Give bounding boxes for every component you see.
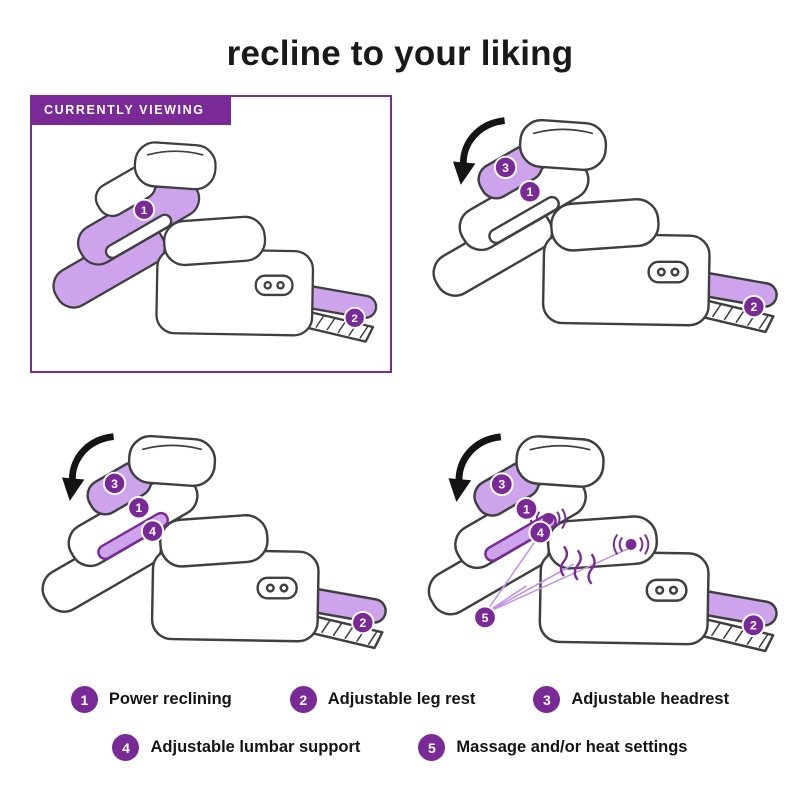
massage-points-icon [529, 508, 650, 555]
legend-item-massage-heat: 5 Massage and/or heat settings [418, 734, 688, 761]
recliner-lumbar-strip [488, 195, 560, 245]
svg-text:2: 2 [750, 300, 757, 314]
feature-legend: 1 Power reclining 2 Adjustable leg rest … [0, 686, 800, 782]
recliner-illustration: 1 2 3 4 5 [52, 141, 378, 343]
legend-item-leg-rest: 2 Adjustable leg rest [289, 686, 476, 713]
recliner-line-art [432, 118, 778, 334]
legend-badge-1: 1 [70, 686, 98, 713]
feature-marker-2: 2 [343, 306, 366, 329]
feature-marker-3: 3 [102, 471, 127, 496]
power-control-buttons [254, 274, 294, 297]
panel-massage-heat: 1 2 3 4 5 [410, 424, 785, 674]
feature-marker-3: 3 [489, 472, 514, 497]
legend-label-power-reclining: Power reclining [108, 690, 232, 708]
feature-marker-4: 4 [140, 519, 165, 543]
panel-currently-viewing: CURRENTLY VIEWING [30, 95, 392, 373]
headrest-seam [532, 128, 594, 135]
recliner-line-art [427, 435, 778, 653]
recline-arrow-icon [448, 433, 502, 502]
recliner-headrest-pillow [518, 118, 608, 172]
feature-marker-5: 5 [473, 605, 497, 630]
feature-marker-1: 1 [127, 496, 151, 520]
legend-label-lumbar-support: Adjustable lumbar support [150, 738, 361, 756]
svg-text:1: 1 [136, 501, 143, 515]
feature-marker-4: 4 [528, 520, 553, 545]
recliner-lumbar-strip [104, 213, 173, 259]
legend-badge-2: 2 [289, 686, 317, 713]
massage-leader-lines [484, 522, 630, 615]
recliner-armrest [550, 198, 660, 252]
page-title: recline to your liking [226, 34, 574, 73]
legend-badge-4: 4 [112, 734, 140, 761]
legend-row-1: 1 Power reclining 2 Adjustable leg rest … [0, 686, 800, 713]
legend-item-headrest: 3 Adjustable headrest [533, 686, 729, 713]
legend-badge-3: 3 [533, 686, 561, 713]
svg-text:4: 4 [537, 526, 544, 540]
panel-adjustable-headrest: 1 2 3 4 5 [415, 108, 785, 358]
svg-text:2: 2 [750, 619, 757, 633]
feature-marker-1: 1 [518, 180, 542, 204]
recliner-headrest-pillow [515, 435, 605, 488]
legend-badge-5: 5 [418, 734, 446, 761]
svg-text:2: 2 [352, 313, 358, 325]
feature-marker-2: 2 [742, 294, 766, 319]
legend-label-leg-rest: Adjustable leg rest [327, 690, 476, 708]
feature-marker-2: 2 [741, 613, 766, 638]
headrest-seam [141, 444, 203, 451]
legend-row-2: 4 Adjustable lumbar support 5 Massage an… [0, 734, 800, 761]
svg-text:3: 3 [111, 477, 118, 491]
legend-item-power-reclining: 1 Power reclining [70, 686, 232, 713]
headrest-seam [529, 444, 591, 451]
recline-arrow-icon [61, 433, 115, 501]
recliner-line-art [41, 434, 387, 650]
recliner-illustration: 1 2 3 4 5 [427, 433, 778, 653]
svg-text:5: 5 [482, 611, 489, 625]
svg-text:4: 4 [149, 524, 156, 538]
legend-label-massage-heat: Massage and/or heat settings [456, 738, 688, 756]
power-control-buttons [647, 260, 689, 284]
chair-slot-2: 1 2 3 4 5 [415, 108, 785, 342]
recliner-armrest [163, 215, 267, 267]
recliner-headrest-pillow [133, 141, 217, 191]
panel-adjustable-lumbar: 1 2 3 4 5 [24, 424, 394, 674]
recliner-headrest-pillow [127, 434, 217, 488]
feature-marker-1: 1 [514, 497, 539, 521]
heat-waves-icon [559, 545, 596, 585]
svg-text:1: 1 [523, 502, 530, 516]
svg-text:2: 2 [359, 616, 366, 630]
recliner-armrest [159, 514, 269, 568]
chair-slot-3: 1 2 3 4 5 [24, 424, 394, 658]
feature-marker-3: 3 [493, 155, 518, 180]
feature-marker-2: 2 [351, 610, 375, 635]
recliner-illustration: 1 2 3 4 5 [41, 433, 387, 650]
recliner-illustration: 1 2 3 4 5 [432, 117, 778, 334]
legend-label-headrest: Adjustable headrest [571, 690, 730, 708]
feature-marker-1: 1 [133, 198, 156, 221]
svg-text:1: 1 [527, 185, 534, 199]
recliner-line-art [52, 141, 378, 343]
power-control-buttons [256, 576, 298, 600]
currently-viewing-badge: CURRENTLY VIEWING [30, 95, 231, 125]
svg-text:1: 1 [141, 205, 148, 217]
chair-slot-4: 1 2 3 4 5 [410, 424, 785, 661]
headrest-seam [146, 150, 204, 156]
recline-arrow-icon [452, 117, 506, 185]
svg-text:3: 3 [502, 161, 509, 175]
power-control-buttons [645, 578, 688, 602]
legend-item-lumbar-support: 4 Adjustable lumbar support [112, 734, 360, 761]
svg-text:3: 3 [498, 478, 505, 492]
recliner-armrest [546, 515, 658, 570]
chair-slot-1: 1 2 3 4 5 [36, 131, 384, 351]
